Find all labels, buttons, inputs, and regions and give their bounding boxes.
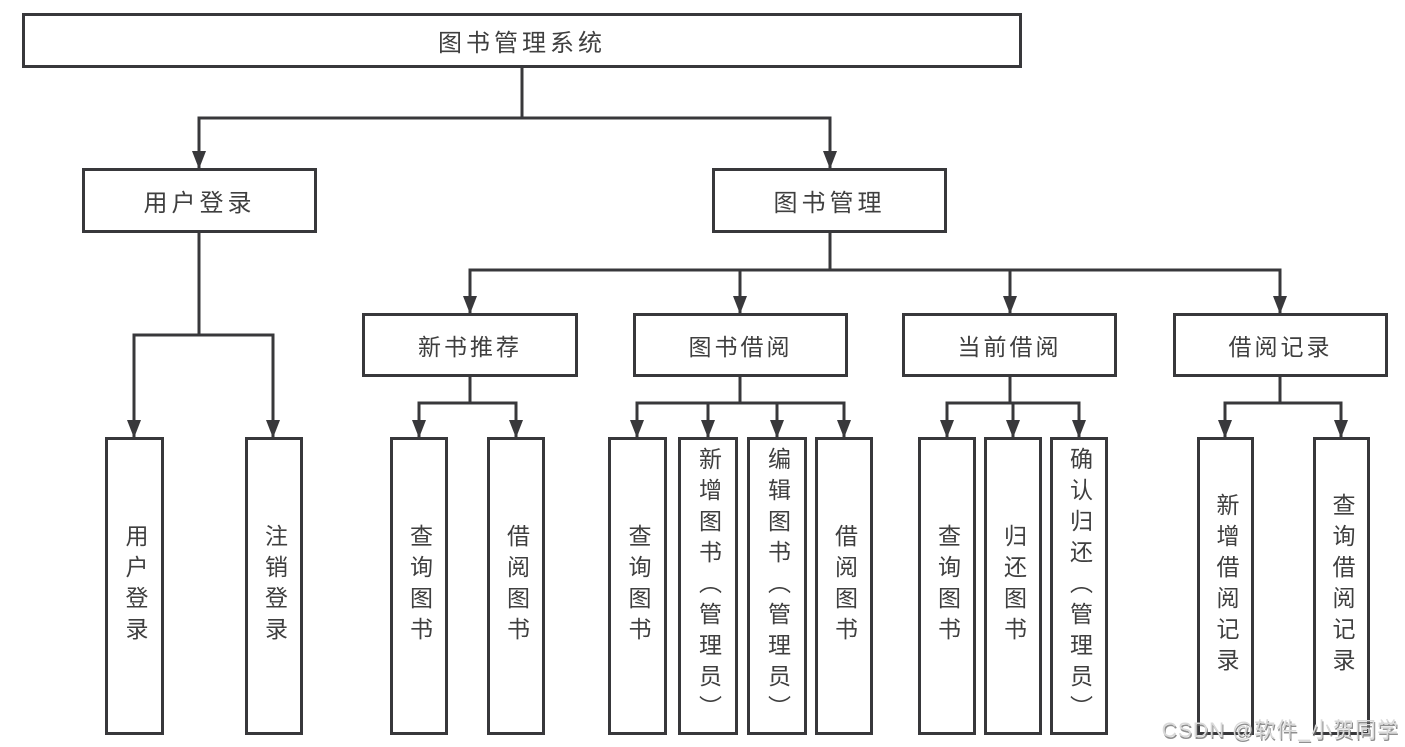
node-label: 归还图书 — [1000, 524, 1027, 648]
node-label: 用户登录 — [122, 524, 148, 648]
leaf-newbooks-borrow: 借阅图书 — [487, 437, 545, 735]
node-label: 新书推荐 — [418, 334, 522, 360]
node-label: 编辑图书（管理员） — [764, 446, 791, 726]
leaf-user-login: 用户登录 — [105, 437, 164, 735]
leaf-logout: 注销登录 — [245, 437, 303, 735]
node-label: 注销登录 — [261, 524, 288, 648]
leaf-newbooks-query: 查询图书 — [390, 437, 448, 735]
node-new-book-recommend: 新书推荐 — [362, 313, 578, 377]
node-label: 图书借阅 — [688, 334, 793, 360]
leaf-records-query: 查询借阅记录 — [1313, 437, 1370, 735]
node-current-borrow: 当前借阅 — [902, 313, 1117, 377]
node-library-management-system: 图书管理系统 — [22, 13, 1022, 68]
node-label: 图书管理系统 — [438, 30, 606, 57]
node-label: 图书管理 — [773, 190, 886, 217]
node-label: 借阅记录 — [1228, 334, 1333, 360]
node-user-login: 用户登录 — [82, 168, 317, 233]
leaf-borrow-query: 查询图书 — [608, 437, 667, 735]
node-label: 借阅图书 — [831, 524, 858, 648]
node-label: 当前借阅 — [957, 334, 1062, 360]
leaf-borrow-edit-admin: 编辑图书（管理员） — [747, 437, 807, 735]
node-label: 查询图书 — [625, 524, 651, 648]
leaf-current-confirm-admin: 确认归还（管理员） — [1050, 437, 1108, 735]
node-book-borrow: 图书借阅 — [633, 313, 848, 377]
leaf-records-add: 新增借阅记录 — [1197, 437, 1254, 735]
node-label: 查询图书 — [934, 524, 961, 648]
leaf-current-query: 查询图书 — [918, 437, 976, 735]
node-label: 新增图书（管理员） — [695, 446, 722, 726]
node-label: 新增借阅记录 — [1213, 493, 1239, 679]
node-label: 用户登录 — [143, 190, 256, 217]
node-label: 查询借阅记录 — [1329, 493, 1355, 679]
csdn-watermark: CSDN @软件_小贺同学 — [1161, 719, 1399, 742]
node-label: 确认归还（管理员） — [1066, 446, 1093, 726]
node-label: 查询图书 — [406, 524, 433, 648]
node-borrow-records: 借阅记录 — [1173, 313, 1388, 377]
node-label: 借阅图书 — [503, 524, 530, 648]
leaf-current-return: 归还图书 — [984, 437, 1042, 735]
node-book-management: 图书管理 — [712, 168, 947, 233]
leaf-borrow-add-admin: 新增图书（管理员） — [678, 437, 738, 735]
leaf-borrow-borrow: 借阅图书 — [815, 437, 873, 735]
